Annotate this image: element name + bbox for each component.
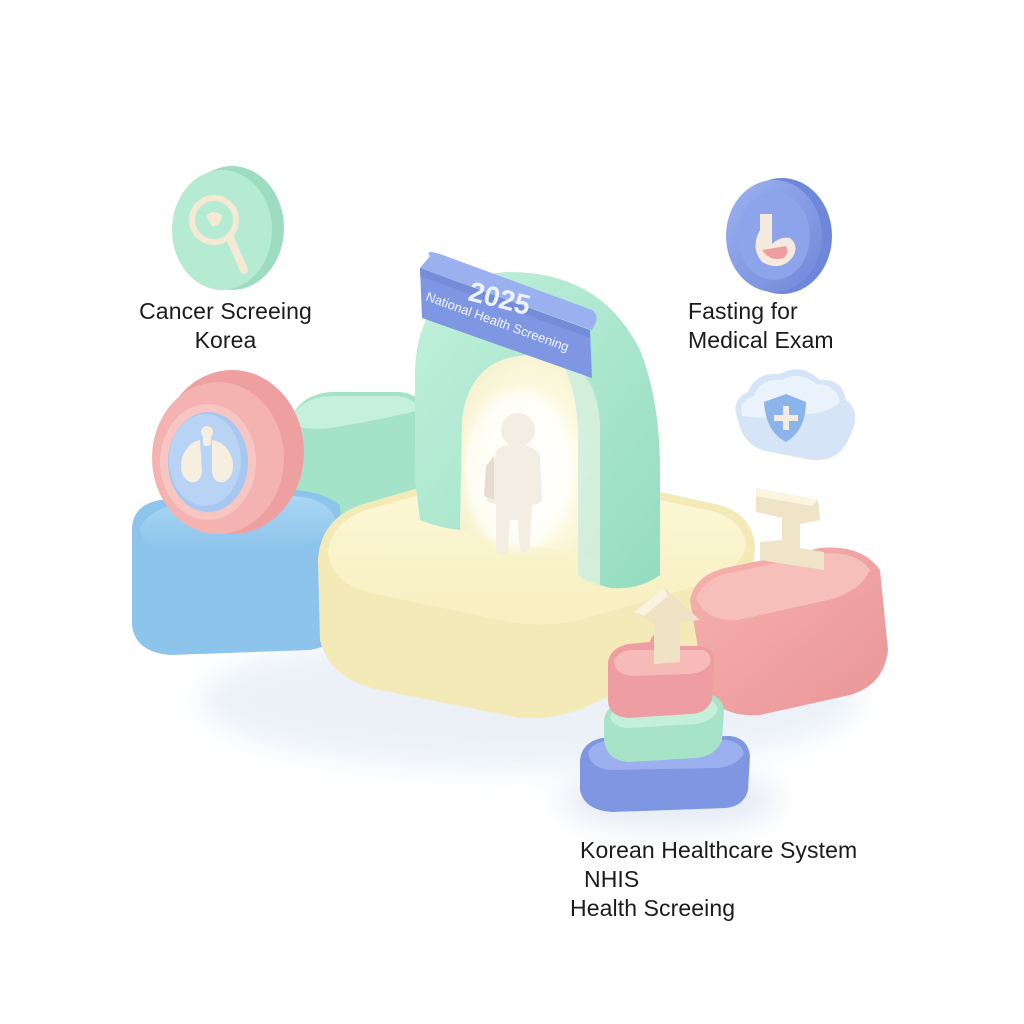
fasting-badge [726,178,832,294]
fasting-caption: Fasting for Medical Exam [688,297,834,355]
up-arrow-icon [634,588,700,664]
system-caption-line2: NHIS [584,866,640,892]
lungs-disc [152,370,304,534]
magnifier-icon [189,195,248,274]
i-beam-icon [756,488,824,570]
healthcare-system-caption: Korean Healthcare System NHIS Health Scr… [570,836,857,923]
lungs-icon [181,426,233,483]
person-figure-icon [484,413,542,555]
cancer-caption-line2: Korea [194,327,257,353]
cancer-screening-badge [172,166,284,290]
cancer-screening-caption: Cancer Screeing Korea [118,297,333,355]
fasting-caption-line1: Fasting for [688,298,798,324]
system-caption-line3: Health Screeing [570,895,736,921]
puzzle-stack [580,632,750,812]
banner-sign: 2025 National Health Screening [420,252,597,378]
cancer-caption-line1: Cancer Screeing [139,298,312,324]
fasting-caption-line2: Medical Exam [688,327,834,353]
coral-block [690,547,888,716]
shield-cloud-icon [735,369,856,461]
system-caption-line1: Korean Healthcare System [580,837,858,863]
stomach-icon [755,214,796,267]
